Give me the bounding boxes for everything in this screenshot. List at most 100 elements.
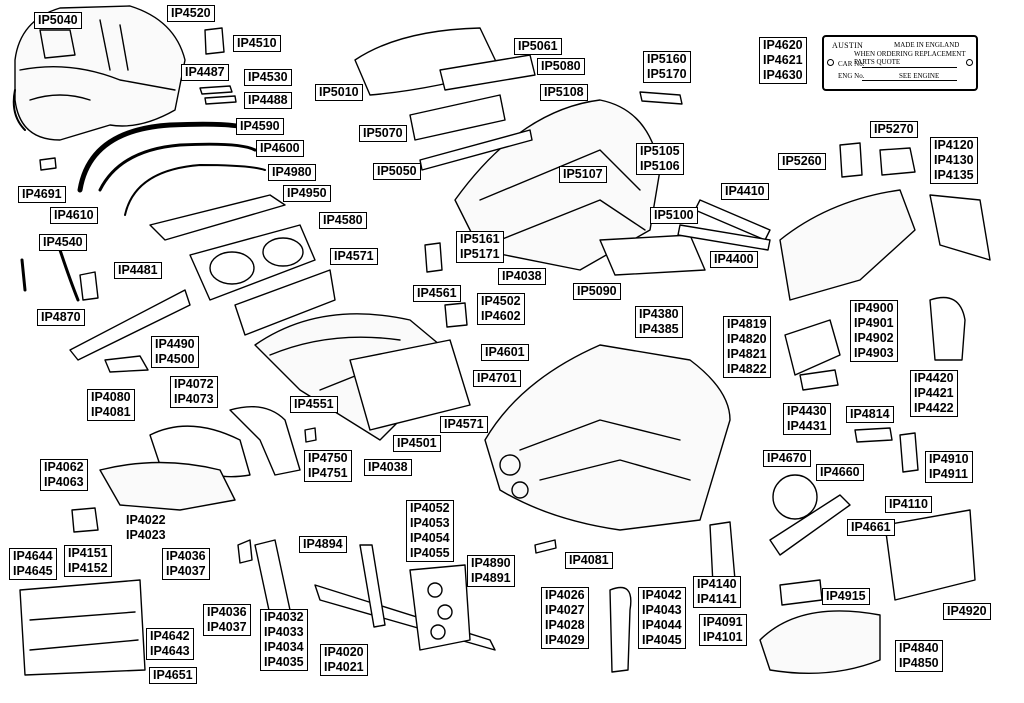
plate-line: [862, 67, 957, 68]
inset-circle-4670: [772, 474, 818, 520]
part-label-ip4661: IP4661: [847, 519, 895, 536]
member-4660-part: [769, 494, 851, 556]
part-number: IP4915: [826, 589, 866, 603]
part-label-ip4551: IP4551: [290, 396, 338, 413]
part-label-ip4540: IP4540: [39, 234, 87, 251]
part-number: IP4130: [934, 153, 974, 167]
part-number: IP4045: [642, 633, 682, 647]
part-number: IP4580: [323, 213, 363, 227]
clip-4691-part: [39, 157, 57, 171]
part-label-ip4400: IP4400: [710, 251, 758, 268]
part-label-ip5080: IP5080: [537, 58, 585, 75]
arch-4072-part: [229, 406, 301, 476]
part-label-ip4894: IP4894: [299, 536, 347, 553]
part-label-ip5107: IP5107: [559, 166, 607, 183]
dash-4481-part: [69, 289, 191, 361]
part-label-ip4038b: IP4038: [364, 459, 412, 476]
plate-maker: AUSTIN: [832, 41, 864, 50]
part-number: IP4029: [545, 633, 585, 647]
part-number: IP5080: [541, 59, 581, 73]
part-number: IP5108: [544, 85, 584, 99]
part-label-ip4561: IP4561: [413, 285, 461, 302]
part-number: IP4520: [171, 6, 211, 20]
strip-5050-part: [419, 129, 533, 171]
part-number: IP4490: [155, 337, 195, 351]
bracket-4814-part: [854, 427, 893, 443]
part-number: IP4750: [308, 451, 348, 465]
part-number: IP4036: [166, 549, 206, 563]
part-number: IP4900: [854, 301, 894, 315]
plate-line: [862, 80, 957, 81]
front-shell-part: [12, 5, 186, 141]
part-number: IP4630: [763, 68, 803, 82]
part-number: IP4571: [444, 417, 484, 431]
plate-made-in: MADE IN ENGLAND: [894, 41, 960, 49]
part-number: IP4028: [545, 618, 585, 632]
part-number: IP4055: [410, 546, 450, 560]
part-number: IP4042: [642, 588, 682, 602]
bracket-4510-part: [204, 27, 225, 55]
identification-plate: AUSTIN MADE IN ENGLAND WHEN ORDERING REP…: [822, 35, 978, 91]
part-label-ip5061: IP5061: [514, 38, 562, 55]
part-number: IP5107: [563, 167, 603, 181]
part-label-ip4520: IP4520: [167, 5, 215, 22]
part-number: IP4036: [207, 605, 247, 619]
part-number: IP4135: [934, 168, 974, 182]
bracket-4502-part: [444, 302, 468, 328]
part-number: IP4950: [287, 186, 327, 200]
part-label-ip4814: IP4814: [846, 406, 894, 423]
part-label-ip4701: IP4701: [473, 370, 521, 387]
tray-4651-part: [19, 579, 146, 676]
part-number: IP4701: [477, 371, 517, 385]
part-label-ip5260: IP5260: [778, 153, 826, 170]
part-number: IP4894: [303, 537, 343, 551]
part-number: IP4602: [481, 309, 521, 323]
part-number: IP4501: [397, 436, 437, 450]
part-number: IP4850: [899, 656, 939, 670]
part-number: IP4072: [174, 377, 214, 391]
part-number: IP4903: [854, 346, 894, 360]
part-number: IP4600: [260, 141, 300, 155]
part-number: IP4822: [727, 362, 767, 376]
part-label-ip4610: IP4610: [50, 207, 98, 224]
bracket-4870-part: [79, 271, 99, 301]
panel-4950-part: [149, 194, 286, 241]
part-label-ip5270: IP5270: [870, 121, 918, 138]
part-number: IP4814: [850, 407, 890, 421]
clip-4488-part: [204, 95, 237, 105]
bracket-4915-part: [779, 579, 823, 606]
clip-4487-part: [199, 85, 233, 95]
part-number: IP4911: [929, 467, 968, 481]
part-number: IP5090: [577, 284, 617, 298]
part-number: IP4385: [639, 322, 679, 336]
plate-when-ordering: WHEN ORDERING REPLACEMENT PARTS QUOTE: [854, 50, 966, 66]
part-number: IP4645: [13, 564, 53, 578]
part-label-ip4651: IP4651: [149, 667, 197, 684]
part-label-ip4691: IP4691: [18, 186, 66, 203]
part-label-ip4038a: IP4038: [498, 268, 546, 285]
part-number: IP4643: [150, 644, 190, 658]
part-number: IP5105: [640, 144, 680, 158]
part-number: IP4901: [854, 316, 894, 330]
part-number: IP4601: [485, 345, 525, 359]
part-number: IP4870: [41, 310, 81, 324]
part-number: IP4038: [368, 460, 408, 474]
bracket-4151-part: [71, 507, 99, 533]
part-label-ip5108: IP5108: [540, 84, 588, 101]
part-number: IP4530: [248, 70, 288, 84]
part-number: IP4081: [91, 405, 131, 419]
part-number: IP5171: [460, 247, 500, 261]
screw-hole-left: [827, 59, 834, 66]
part-number: IP4073: [174, 392, 214, 406]
